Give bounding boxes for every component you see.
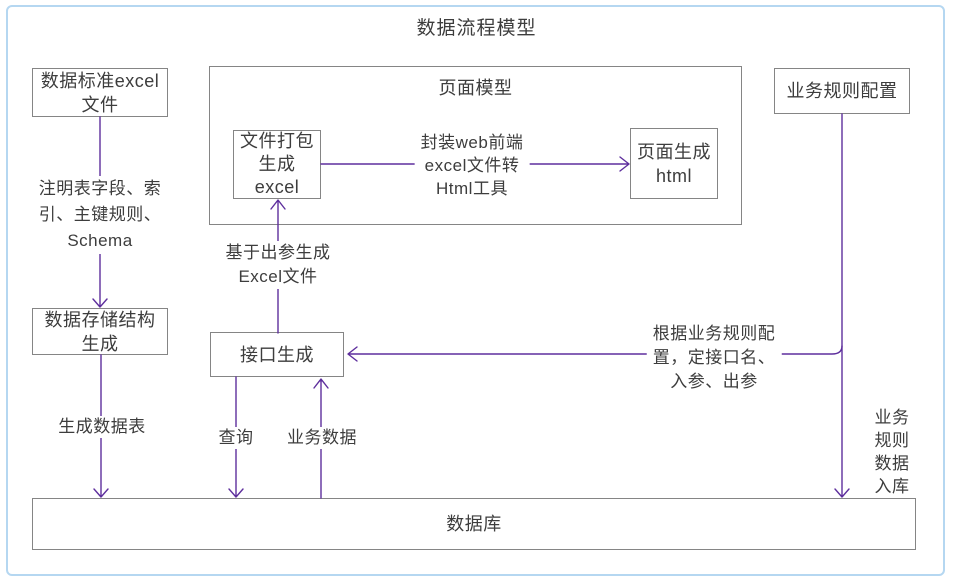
node-data-standard-excel: 数据标准excel 文件: [32, 68, 168, 117]
node-data-standard-excel-label: 数据标准excel 文件: [40, 70, 160, 115]
node-api-gen-label: 接口生成: [240, 344, 314, 365]
edge-label-rule-into-db: 业务规则 数据入库: [874, 408, 910, 496]
node-storage-structure-label: 数据存储结构 生成: [44, 309, 156, 354]
edge-label-excel-from-out: 基于出参生成 Excel文件: [219, 241, 337, 289]
node-page-gen-html-label: 页面生成 html: [637, 141, 711, 186]
node-file-pack: 文件打包 生成 excel: [233, 130, 321, 199]
edge-label-gen-table: 生成数据表: [52, 416, 152, 438]
edge-label-rule-config: 根据业务规则配 置，定接口名、 入参、出参: [646, 322, 782, 394]
node-biz-rule-config-label: 业务规则配置: [786, 81, 898, 101]
node-file-pack-label: 文件打包 生成 excel: [240, 131, 314, 197]
node-database-label: 数据库: [446, 514, 502, 534]
node-database: 数据库: [32, 498, 916, 550]
diagram-title: 数据流程模型: [416, 18, 537, 39]
edge-label-annotation: 注明表字段、索 引、主键规则、 Schema: [32, 176, 168, 254]
node-page-model-label: 页面模型: [438, 78, 513, 98]
node-biz-rule-config: 业务规则配置: [774, 68, 910, 114]
node-storage-structure: 数据存储结构 生成: [32, 308, 168, 355]
node-api-gen: 接口生成: [210, 332, 344, 377]
node-page-gen-html: 页面生成 html: [630, 128, 718, 199]
edge-label-wrap-tool: 封装web前端 excel文件转 Html工具: [414, 131, 530, 200]
edge-label-query: 查询: [212, 427, 260, 449]
edge-label-biz-data: 业务数据: [281, 427, 363, 449]
